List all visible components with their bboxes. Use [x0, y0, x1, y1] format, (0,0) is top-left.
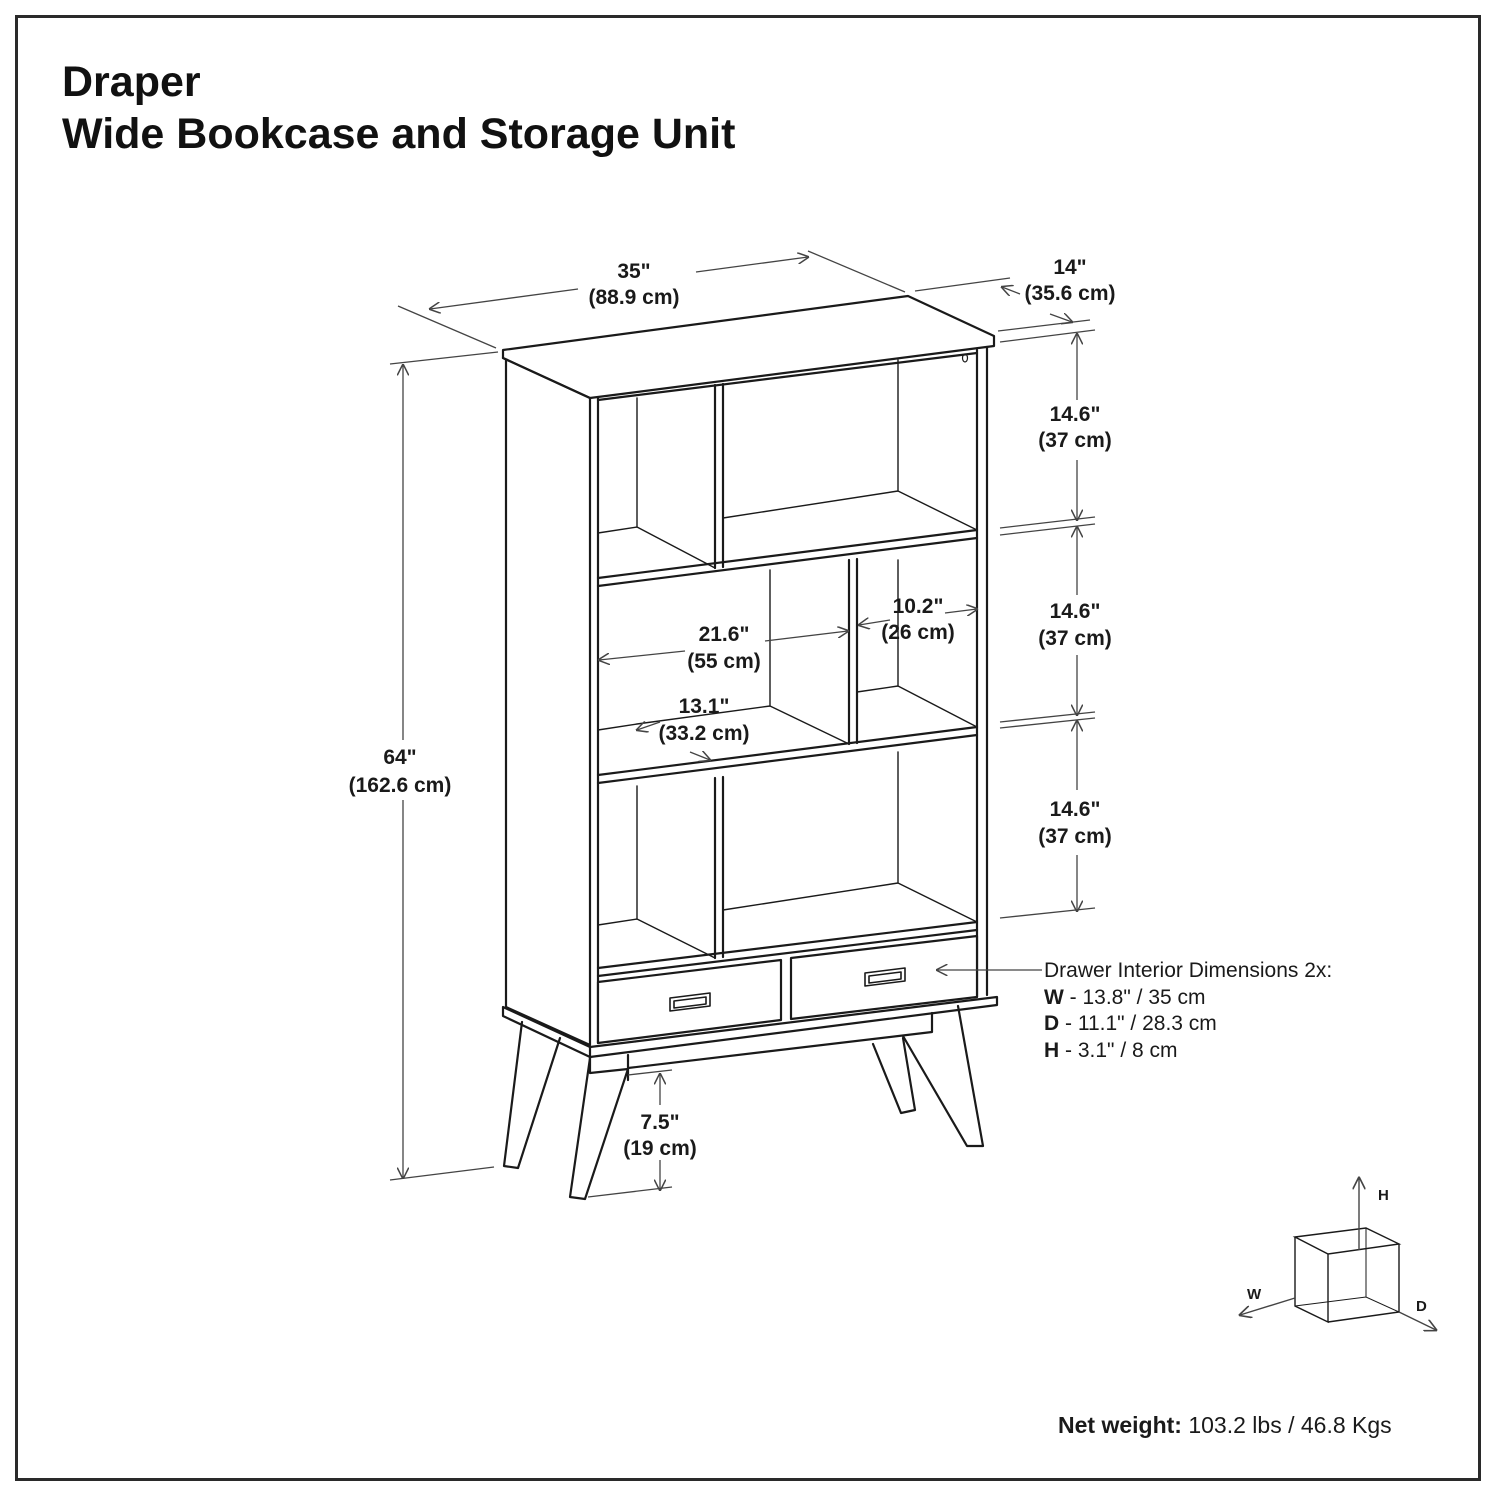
axis-d-label: D [1416, 1298, 1427, 1315]
cubby-wide-in: 21.6" [699, 623, 750, 646]
right-side-panel [975, 345, 989, 999]
drawer-pull-left [669, 992, 711, 1012]
height-cm: (162.6 cm) [349, 774, 452, 797]
leg-back-right [871, 1036, 917, 1115]
cubby-narrow-cm: (26 cm) [881, 621, 955, 644]
divider-top [713, 382, 725, 570]
drawer-right [789, 934, 979, 1021]
cubby-depth-cm: (33.2 cm) [658, 722, 749, 745]
shelf-bottom-in: 14.6" [1050, 798, 1101, 821]
depth-in: 14" [1053, 256, 1086, 279]
drawer-left [596, 958, 783, 1045]
net-weight-label: Net weight: [1058, 1412, 1182, 1438]
product-title: Draper Wide Bookcase and Storage Unit [62, 56, 735, 160]
dimension-labels: 35" (88.9 cm) 14" (35.6 cm) 64" (162.6 c… [349, 256, 1116, 1160]
width-cm: (88.9 cm) [588, 286, 679, 309]
drawer-dim-value: - 13.8" / 35 cm [1063, 985, 1206, 1009]
divider-bottom [713, 775, 725, 960]
cubby-wide-cm: (55 cm) [687, 650, 761, 673]
shelf-top-in: 14.6" [1050, 403, 1101, 426]
drawer-dimensions: Drawer Interior Dimensions 2x: W - 13.8"… [1044, 958, 1332, 1064]
shelf-middle-cm: (37 cm) [1038, 627, 1112, 650]
leg-back-left [502, 1020, 562, 1170]
depth-cm: (35.6 cm) [1024, 282, 1115, 305]
axis-h-label: H [1378, 1187, 1389, 1204]
drawer-pull-right [864, 967, 906, 987]
drawer-dim-row: W - 13.8" / 35 cm [1044, 985, 1332, 1012]
drawer-dim-value: - 11.1" / 28.3 cm [1059, 1012, 1217, 1035]
drawer-dim-key: D [1044, 1012, 1060, 1035]
cubby-depth-in: 13.1" [679, 695, 730, 718]
drawer-dim-key: H [1044, 1038, 1060, 1062]
top-slab [501, 294, 996, 400]
net-weight-value: 103.2 lbs / 46.8 Kgs [1181, 1412, 1392, 1438]
drawer-dim-row: H - 3.1" / 8 cm [1044, 1038, 1332, 1065]
leg-front-right [901, 1004, 985, 1148]
product-subtitle: Wide Bookcase and Storage Unit [62, 110, 736, 158]
axis-legend-cube [1240, 1178, 1436, 1330]
page-border [15, 15, 1481, 1481]
drawer-dim-row: D - 11.1" / 28.3 cm [1044, 1011, 1332, 1038]
shelf-top-cm: (37 cm) [1038, 429, 1112, 452]
shelf-1 [596, 528, 979, 588]
axis-w-label: W [1247, 1286, 1262, 1303]
cubby-narrow-in: 10.2" [893, 595, 944, 618]
width-in: 35" [617, 260, 650, 283]
drawer-dimensions-heading: Drawer Interior Dimensions 2x: [1044, 959, 1333, 982]
bookcase-drawing [501, 294, 999, 1201]
net-weight: Net weight: 103.2 lbs / 46.8 Kgs [1058, 1412, 1392, 1439]
leg-clearance-cm: (19 cm) [623, 1137, 697, 1160]
shelf-middle-in: 14.6" [1050, 600, 1101, 623]
product-name: Draper [62, 58, 201, 106]
height-in: 64" [383, 746, 416, 769]
shelf-3 [596, 920, 979, 978]
divider-middle [847, 557, 859, 746]
leg-front-left [568, 1056, 630, 1201]
shelf-2 [596, 725, 979, 785]
left-side-panel [504, 358, 592, 1047]
dimension-lines [389, 250, 1096, 1198]
drawer-dim-key: W [1044, 985, 1064, 1009]
drawer-dim-value: - 3.1" / 8 cm [1059, 1038, 1178, 1062]
shelf-bottom-cm: (37 cm) [1038, 825, 1112, 848]
leg-clearance-in: 7.5" [640, 1111, 679, 1134]
